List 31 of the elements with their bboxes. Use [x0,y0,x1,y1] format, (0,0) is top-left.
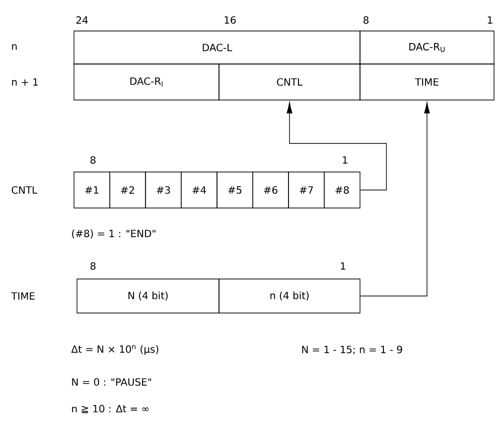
text-label: Δt = N × 10$^{n}$ (μs) [71,345,158,355]
bit-cell: #3 [145,172,182,208]
arrow [286,102,387,190]
register-field: CNTL [218,64,360,100]
register-field: n (4 bit) [218,278,360,314]
register-field: N (4 bit) [76,278,220,314]
bit-cell: #6 [252,172,289,208]
text-label: 8 [90,262,96,270]
text-label: n + 1 [12,78,38,86]
text-label: 1 [340,262,346,270]
bit-cell: #4 [180,172,218,208]
text-label: (#8) = 1 : "END" [72,230,156,238]
text-label: CNTL [12,186,38,194]
text-label: 8 [364,16,368,24]
text-label: 8 [90,156,96,164]
register-field: DAC-R$_{l}$ [74,64,220,100]
text-label: n ≧ 10 : Δt = ∞ [72,404,149,414]
bit-cell: #8 [324,172,360,208]
register-field: DAC-L [74,30,360,64]
bit-cell: #2 [109,172,146,208]
register-field: TIME [360,64,494,100]
text-label: N = 1 - 15; n = 1 - 9 [302,346,402,354]
text-label: n [12,44,17,50]
register-field: DAC-R$_{U}$ [360,30,494,64]
arrow [360,102,430,296]
bit-cell: #1 [74,172,110,208]
bit-cell: #7 [288,172,325,208]
bit-cell: #5 [216,172,254,208]
text-label: N = 0 : "PAUSE" [72,378,152,386]
text-label: TIME [11,292,35,300]
text-label: 1 [342,156,348,164]
